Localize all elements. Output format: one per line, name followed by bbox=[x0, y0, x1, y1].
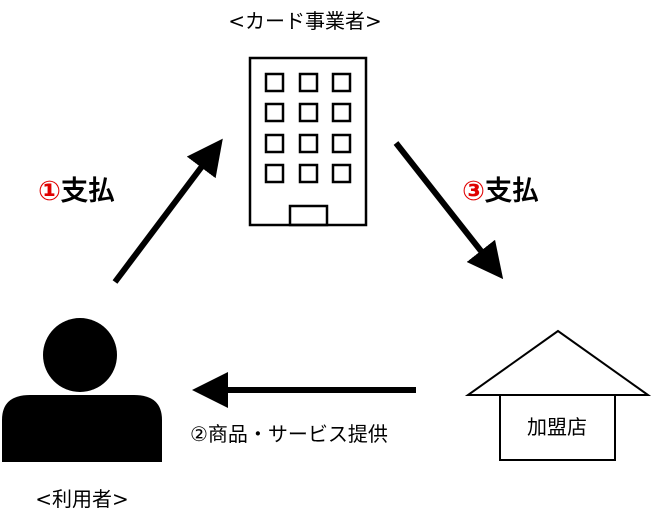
step1-text: 支払 bbox=[61, 176, 115, 207]
step1-label: ①支払 bbox=[38, 176, 115, 207]
merchant-house-icon bbox=[464, 329, 652, 461]
merchant-label: 加盟店 bbox=[527, 415, 587, 439]
user-person-icon bbox=[2, 318, 162, 462]
step3-label: ③支払 bbox=[462, 176, 539, 207]
step3-number: ③ bbox=[462, 176, 485, 207]
step1-number: ① bbox=[38, 176, 61, 207]
step3-text: 支払 bbox=[485, 176, 539, 207]
arrow-card-company-to-merchant bbox=[393, 141, 504, 280]
user-label: <利用者> bbox=[35, 487, 129, 511]
building-icon bbox=[248, 56, 368, 227]
arrow-user-to-card-company bbox=[112, 138, 223, 284]
step2-label: ②商品・サービス提供 bbox=[190, 422, 388, 446]
card-company-label: <カード事業者> bbox=[228, 9, 382, 33]
